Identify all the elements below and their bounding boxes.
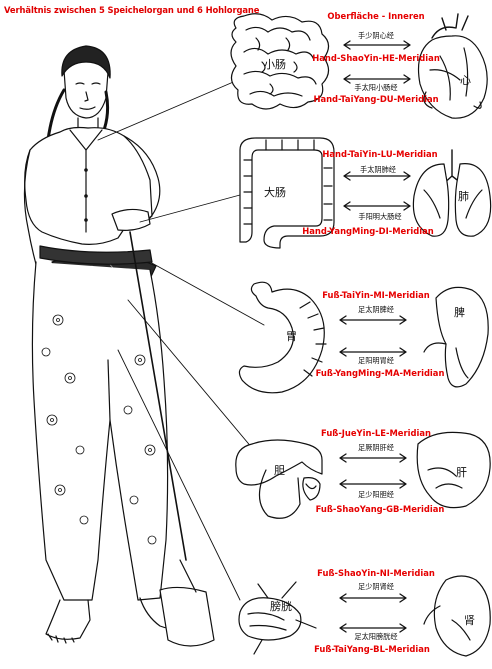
large-intestine-label: 大肠 [264, 184, 286, 200]
row2-top-meridian-label: Hand-TaiYin-LU-Meridian [322, 149, 437, 159]
row1-top-meridian-label: Oberfläche - Inneren [327, 11, 424, 21]
kidney-drawing [424, 576, 490, 656]
row4-top-meridian-label: Fuß-JueYin-LE-Meridian [321, 428, 431, 438]
heart-label: 心 [460, 72, 471, 88]
row5-bottom-meridian-label: Fuß-TaiYang-BL-Meridian [314, 644, 430, 654]
row2-bottom-meridian-label: Hand-YangMing-DI-Meridian [302, 226, 433, 236]
row3-top-meridian-label: Fuß-TaiYin-MI-Meridian [322, 290, 429, 300]
row4-top-cn-label: 足厥阴肝经 [358, 443, 394, 453]
row3-bottom-meridian-label: Fuß-YangMing-MA-Meridian [316, 368, 445, 378]
row5-top-meridian-label: Fuß-ShaoYin-NI-Meridian [317, 568, 435, 578]
row4-bottom-cn-label: 足少阳胆经 [358, 490, 394, 500]
row5-bottom-cn-label: 足太阳膀胱经 [354, 632, 397, 642]
liver-label: 肝 [456, 464, 467, 480]
gallbladder-drawing [236, 440, 322, 518]
spleen-label: 脾 [454, 304, 465, 320]
row1-mid-meridian-label: Hand-ShaoYin-HE-Meridian [312, 53, 440, 63]
kidney-label: 肾 [464, 612, 475, 628]
bladder-drawing [239, 582, 316, 654]
gallbladder-label: 胆 [274, 462, 285, 478]
small-intestine-label: 小肠 [264, 56, 286, 72]
bladder-label: 膀胱 [270, 598, 292, 614]
diagram-title: Verhältnis zwischen 5 Speichelorgan und … [4, 5, 259, 15]
stomach-drawing [239, 282, 326, 393]
lung-label: 肺 [458, 188, 469, 204]
row1-bottom-cn-label: 手太阳小肠经 [354, 83, 397, 93]
woman-figure [24, 46, 214, 646]
row1-bottom-meridian-label: Hand-TaiYang-DU-Meridian [313, 94, 438, 104]
row4-bottom-meridian-label: Fuß-ShaoYang-GB-Meridian [316, 504, 445, 514]
row2-bottom-cn-label: 手阳明大肠经 [358, 212, 401, 222]
row2-top-cn-label: 手太阴肺经 [360, 165, 396, 175]
row5-top-cn-label: 足少阴肾经 [358, 582, 394, 592]
stomach-label: 胃 [286, 328, 297, 344]
meridian-arrows [340, 41, 410, 632]
row3-top-cn-label: 足太阴脾经 [358, 305, 394, 315]
lung-drawing [413, 150, 490, 236]
row3-bottom-cn-label: 足阳明胃经 [358, 356, 394, 366]
row1-top-cn-label: 手少阴心经 [358, 31, 394, 41]
liver-drawing [417, 432, 490, 507]
